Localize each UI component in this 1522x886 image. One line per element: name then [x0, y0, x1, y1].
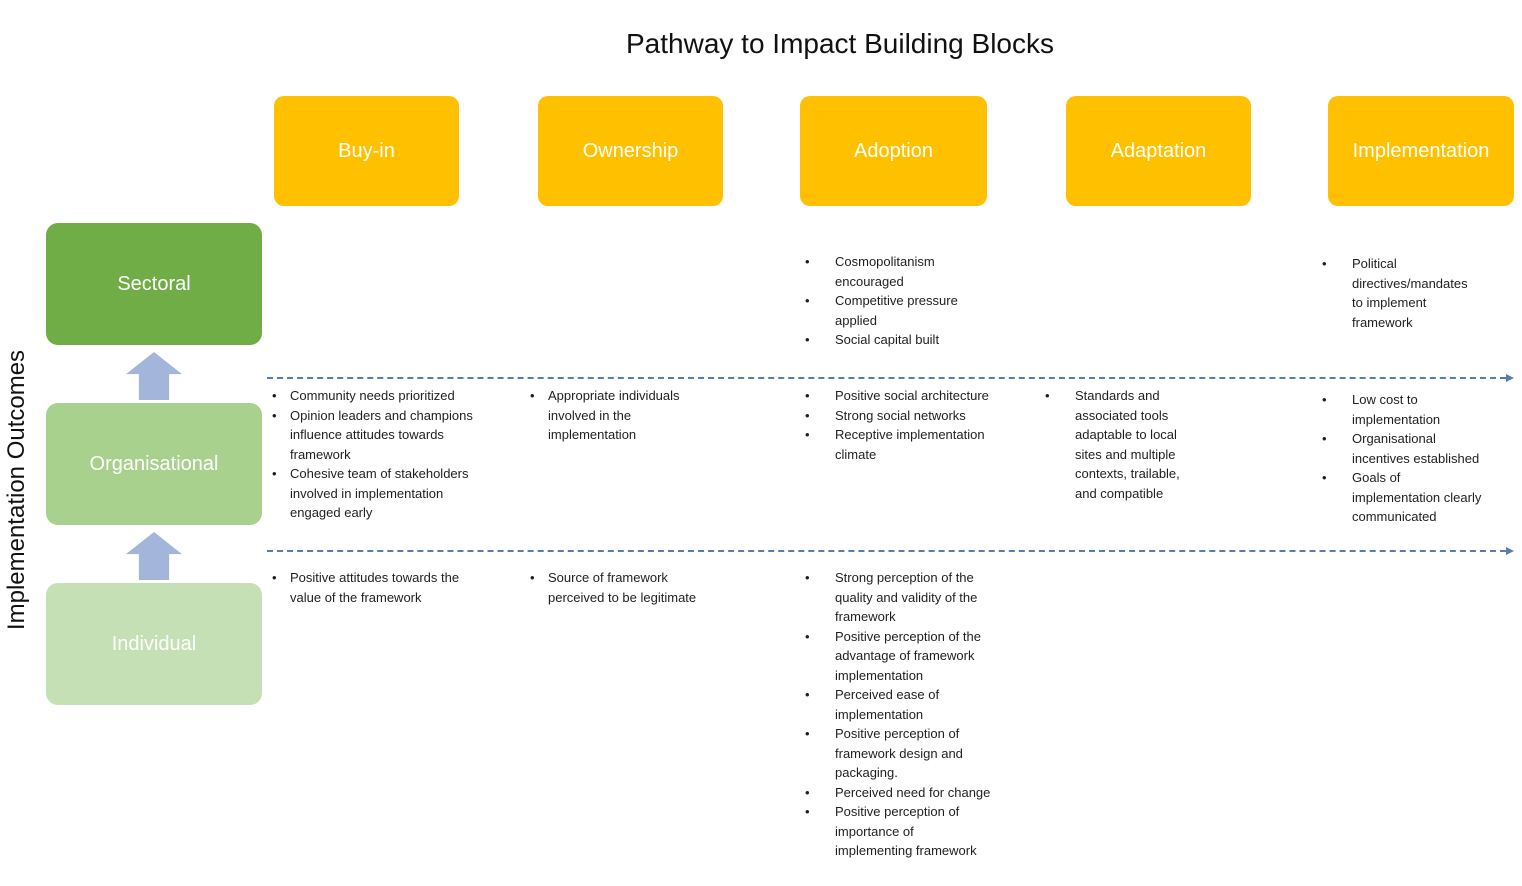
bullet-list: Positive social architectureStrong socia… — [803, 386, 1018, 464]
column-header-adoption: Adoption — [800, 96, 987, 206]
row-divider — [267, 547, 1514, 555]
y-axis-label: Implementation Outcomes — [3, 349, 30, 631]
row-divider — [267, 374, 1514, 382]
bullet-list: Appropriate individuals involved in the … — [528, 386, 758, 445]
bullet-item: Positive perception of the advantage of … — [803, 627, 1018, 686]
diagram-title: Pathway to Impact Building Blocks — [626, 28, 1054, 59]
bullet-item: Source of framework perceived to be legi… — [528, 568, 763, 607]
cell-sectoral-adoption: Cosmopolitanism encouragedCompetitive pr… — [803, 252, 1018, 350]
bullet-item: Cohesive team of stakeholders involved i… — [270, 464, 520, 523]
cell-individual-buy-in: Positive attitudes towards the value of … — [270, 568, 520, 607]
bullet-item: Strong perception of the quality and val… — [803, 568, 1018, 627]
bullet-item: Strong social networks — [803, 406, 1018, 426]
cell-individual-adoption: Strong perception of the quality and val… — [803, 568, 1018, 861]
bullet-item: Organisational incentives established — [1320, 429, 1515, 468]
bullet-item: Standards and associated tools adaptable… — [1043, 386, 1213, 503]
bullet-item: Competitive pressure applied — [803, 291, 1018, 330]
bullet-item: Appropriate individuals involved in the … — [528, 386, 758, 445]
bullet-list: Political directives/mandates to impleme… — [1320, 254, 1515, 332]
bullet-item: Low cost to implementation — [1320, 390, 1515, 429]
row-header-sectoral: Sectoral — [46, 223, 262, 345]
bullet-list: Positive attitudes towards the value of … — [270, 568, 520, 607]
column-header-ownership: Ownership — [538, 96, 723, 206]
bullet-item: Positive perception of importance of imp… — [803, 802, 1018, 861]
bullet-item: Receptive implementation climate — [803, 425, 1018, 464]
cell-organisational-ownership: Appropriate individuals involved in the … — [528, 386, 758, 445]
cell-organisational-implementation: Low cost to implementationOrganisational… — [1320, 390, 1515, 527]
bullet-item: Positive perception of framework design … — [803, 724, 1018, 783]
bullet-item: Goals of implementation clearly communic… — [1320, 468, 1515, 527]
bullet-item: Community needs prioritized — [270, 386, 520, 406]
bullet-item: Cosmopolitanism encouraged — [803, 252, 1018, 291]
bullet-item: Political directives/mandates to impleme… — [1320, 254, 1515, 332]
bullet-list: Community needs prioritizedOpinion leade… — [270, 386, 520, 523]
cell-organisational-buy-in: Community needs prioritizedOpinion leade… — [270, 386, 520, 523]
bullet-list: Low cost to implementationOrganisational… — [1320, 390, 1515, 527]
bullet-item: Perceived ease of implementation — [803, 685, 1018, 724]
column-header-adaptation: Adaptation — [1066, 96, 1251, 206]
bullet-list: Standards and associated tools adaptable… — [1043, 386, 1213, 503]
bullet-item: Opinion leaders and champions influence … — [270, 406, 520, 465]
cell-sectoral-implementation: Political directives/mandates to impleme… — [1320, 254, 1515, 332]
bullet-list: Cosmopolitanism encouragedCompetitive pr… — [803, 252, 1018, 350]
bullet-item: Positive attitudes towards the value of … — [270, 568, 520, 607]
bullet-list: Source of framework perceived to be legi… — [528, 568, 763, 607]
up-arrow-icon — [126, 352, 182, 400]
bullet-item: Social capital built — [803, 330, 1018, 350]
row-header-organisational: Organisational — [46, 403, 262, 525]
bullet-item: Perceived need for change — [803, 783, 1018, 803]
bullet-item: Positive social architecture — [803, 386, 1018, 406]
cell-individual-ownership: Source of framework perceived to be legi… — [528, 568, 763, 607]
cell-organisational-adoption: Positive social architectureStrong socia… — [803, 386, 1018, 464]
cell-organisational-adaptation: Standards and associated tools adaptable… — [1043, 386, 1213, 503]
up-arrow-icon — [126, 532, 182, 580]
column-header-buy-in: Buy-in — [274, 96, 459, 206]
column-header-implementation: Implementation — [1328, 96, 1514, 206]
bullet-list: Strong perception of the quality and val… — [803, 568, 1018, 861]
row-header-individual: Individual — [46, 583, 262, 705]
